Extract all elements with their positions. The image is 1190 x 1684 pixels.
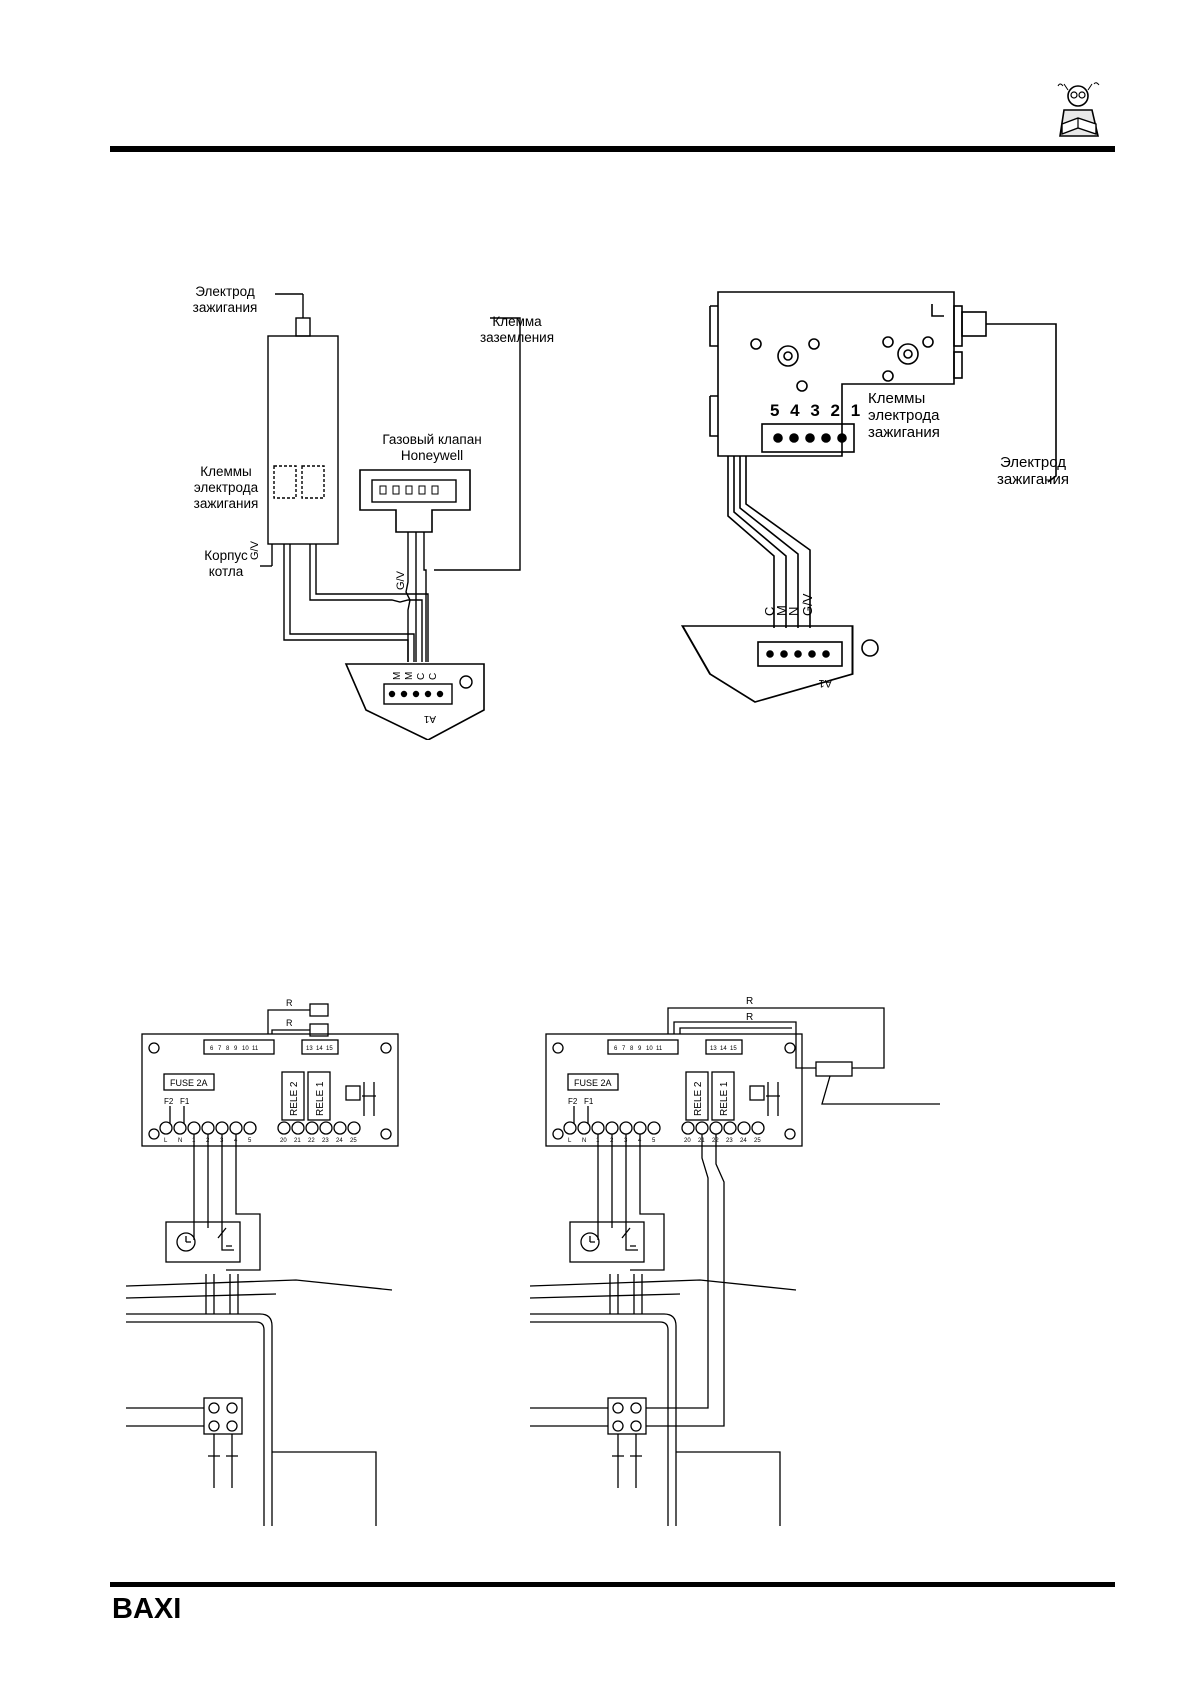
- top-terminal-number: 11: [252, 1046, 259, 1052]
- resistor-mark: R: [746, 1012, 753, 1023]
- resistor-mark: R: [286, 998, 293, 1008]
- relay-label: RELE 1: [315, 1081, 326, 1116]
- fuse-mark: F1: [584, 1097, 594, 1106]
- resistor-mark: R: [746, 996, 753, 1007]
- relay-label: RELE 1: [719, 1081, 730, 1116]
- honeywell-wiring-diagram: G/V G/V M M C C A1: [249, 293, 521, 740]
- wire-mark: C: [416, 673, 427, 680]
- fuse-label: FUSE 2A: [574, 1078, 612, 1088]
- fuse-mark: F2: [164, 1097, 174, 1106]
- bottom-terminal-number: 4: [638, 1138, 642, 1144]
- bottom-terminal-number: 24: [336, 1138, 343, 1144]
- top-terminal-number: 8: [630, 1046, 634, 1052]
- bottom-terminal-number: 2: [610, 1138, 614, 1144]
- top-terminal-number: 7: [218, 1046, 222, 1052]
- bottom-terminal-number: L: [568, 1138, 572, 1144]
- footer-rule: [110, 1582, 1115, 1587]
- top-terminal-number: 13: [710, 1046, 717, 1052]
- connector-name: A1: [423, 713, 436, 724]
- electrode-label: Электрод зажигания: [192, 284, 258, 315]
- bottom-terminal-number: 22: [308, 1138, 315, 1144]
- bottom-terminal-number: 23: [726, 1138, 733, 1144]
- bottom-terminal-number: 4: [234, 1138, 238, 1144]
- bottom-terminal-number: N: [582, 1138, 586, 1144]
- top-terminal-number: 6: [210, 1046, 214, 1052]
- bottom-terminal-number: 24: [740, 1138, 747, 1144]
- control-board-diagram-right: R R FUSE 2A RELE 2 RELE 1 F2 F1 6 7 8 9 …: [530, 996, 940, 1526]
- ignition-module-wiring-diagram: 5 4 3 2 1 C M N G/V A1: [680, 291, 1057, 703]
- electrode-terminals-label: Клеммы электрода зажигания: [193, 464, 259, 511]
- bottom-terminal-number: 5: [652, 1138, 656, 1144]
- gv-mark-valve: G/V: [395, 570, 407, 590]
- top-terminal-number: 6: [614, 1046, 618, 1052]
- wire-mark: C: [428, 673, 439, 680]
- brand-logo: BAXI: [112, 1593, 182, 1625]
- bottom-terminal-number: 3: [624, 1138, 628, 1144]
- bottom-terminal-number: 21: [698, 1138, 705, 1144]
- bottom-terminal-number: 1: [596, 1138, 600, 1144]
- top-terminal-number: 14: [316, 1046, 323, 1052]
- bottom-terminal-number: 25: [754, 1138, 761, 1144]
- wire-mark: C: [762, 607, 777, 616]
- wire-mark: M: [404, 672, 415, 680]
- fuse-label: FUSE 2A: [170, 1078, 208, 1088]
- wire-mark: N: [786, 607, 801, 616]
- bottom-terminal-number: 23: [322, 1138, 329, 1144]
- control-board-diagram-left: R R FUSE 2A RELE 2 RELE 1 F2 F1 6 7 8 9 …: [126, 998, 399, 1526]
- top-terminal-number: 8: [226, 1046, 230, 1052]
- electrode-label-right: Электрод зажигания: [997, 454, 1069, 488]
- pin-numbers: 5 4 3 2 1: [770, 401, 863, 420]
- top-terminal-number: 15: [730, 1046, 737, 1052]
- fuse-mark: F2: [568, 1097, 578, 1106]
- top-terminal-number: 7: [622, 1046, 626, 1052]
- wire-mark: G/V: [800, 593, 815, 616]
- top-terminal-number: 15: [326, 1046, 333, 1052]
- bottom-terminal-number: 5: [248, 1138, 252, 1144]
- bottom-terminal-number: 20: [280, 1138, 287, 1144]
- gas-valve-label: Газовый клапан Honeywell: [382, 432, 482, 463]
- gv-mark: G/V: [249, 540, 261, 560]
- bottom-terminal-number: 25: [350, 1138, 357, 1144]
- bottom-terminal-number: 1: [192, 1138, 196, 1144]
- wire-mark: M: [774, 605, 789, 616]
- top-terminal-number: 9: [638, 1046, 642, 1052]
- relay-label: RELE 2: [289, 1081, 300, 1116]
- connector-name: A1: [819, 677, 832, 689]
- header-rule: [110, 146, 1115, 152]
- top-terminal-number: 11: [656, 1046, 663, 1052]
- bottom-terminal-number: L: [164, 1138, 168, 1144]
- top-terminal-number: 9: [234, 1046, 238, 1052]
- top-terminal-number: 13: [306, 1046, 313, 1052]
- bottom-terminal-number: 3: [220, 1138, 224, 1144]
- wire-mark: M: [392, 672, 403, 680]
- resistor-mark: R: [286, 1018, 293, 1028]
- boiler-body-label: Корпус котла: [204, 548, 248, 579]
- bottom-terminal-number: 2: [206, 1138, 210, 1144]
- bottom-terminal-number: N: [178, 1138, 182, 1144]
- top-terminal-number: 10: [646, 1046, 653, 1052]
- ground-terminal-label: Клемма заземления: [479, 314, 555, 345]
- top-terminal-number: 10: [242, 1046, 249, 1052]
- bottom-terminal-number: 22: [712, 1138, 719, 1144]
- top-terminal-number: 14: [720, 1046, 727, 1052]
- bottom-terminal-number: 20: [684, 1138, 691, 1144]
- relay-label: RELE 2: [693, 1081, 704, 1116]
- bottom-terminal-number: 21: [294, 1138, 301, 1144]
- reading-man-icon: [1057, 82, 1100, 137]
- electrode-terminals-label-right: Клеммы электрода зажигания: [868, 390, 940, 441]
- fuse-mark: F1: [180, 1097, 190, 1106]
